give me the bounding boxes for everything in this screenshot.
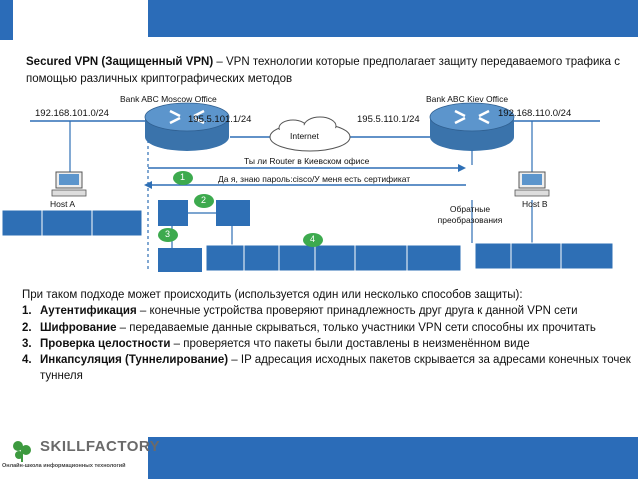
- net-left-label: 192.168.101.0/24: [35, 108, 109, 119]
- proc-box-2: [216, 200, 250, 226]
- bullet-section: При таком подходе может происходить (исп…: [22, 287, 632, 385]
- question-label: Ты ли Router в Киевском офисе: [244, 156, 370, 166]
- computer-host-a-icon: [51, 171, 87, 197]
- intro-title-rest: – VPN технологии которые предполагает за…: [26, 56, 621, 85]
- router-moscow: [144, 102, 230, 151]
- intro-title-bold: Secured VPN (Защищенный VPN): [26, 56, 214, 68]
- bullet-item-1: 1. Аутентификация – конечные устройства …: [22, 303, 632, 319]
- bullet-intro: При таком подходе может происходить (исп…: [22, 289, 523, 301]
- bullet-num: 1.: [22, 305, 32, 318]
- top-accent-bar: [148, 0, 638, 37]
- logo-subtitle: Онлайн-школа информационных технологий: [2, 463, 126, 469]
- bullet-bold: Инкапсуляция (Туннелирование): [40, 354, 229, 367]
- bullet-bold: Шифрование: [40, 321, 117, 334]
- proc-box-1: [158, 200, 188, 226]
- ip-left-router-label: 195.5.101.1/24: [188, 114, 252, 125]
- bullet-num: 3.: [22, 337, 32, 350]
- router-kiev: [429, 102, 515, 151]
- footer-accent-bar: [148, 437, 638, 479]
- ip-right-router-label: 195.5.110.1/24: [357, 114, 420, 125]
- step-2-number: 2: [201, 195, 207, 205]
- encapsulated-packet: [205, 244, 462, 272]
- internet-label: Internet: [290, 131, 319, 141]
- logo-name: SKILLFACTORY: [40, 438, 161, 455]
- vpn-diagram: [1, 102, 614, 272]
- step-4-number: 4: [310, 234, 316, 244]
- bullet-text: – IP адресация исходных пакетов скрывает…: [40, 354, 631, 383]
- moscow-office-label: Bank ABC Moscow Office: [120, 94, 217, 104]
- step-2-badge: [194, 194, 214, 208]
- host-b-label: Host B: [522, 199, 548, 209]
- computer-host-b-icon: [514, 171, 550, 197]
- step-3-badge: [158, 228, 178, 242]
- bullet-item-3: 3. Проверка целостности – проверяется чт…: [22, 336, 632, 352]
- bullet-num: 4.: [22, 354, 32, 367]
- bullet-text: – проверяется что пакеты были доставлены…: [170, 337, 530, 350]
- step-1-badge: [173, 171, 193, 185]
- packet-host-b: [474, 242, 614, 270]
- bullet-bold: Аутентификация: [40, 305, 137, 318]
- bullet-text: – конечные устройства проверяют принадле…: [136, 305, 578, 318]
- bullet-item-2: 2. Шифрование – передаваемые данные скры…: [22, 320, 632, 336]
- bullet-text: – передаваемые данные скрываться, только…: [116, 321, 596, 334]
- internet-cloud: [269, 116, 351, 152]
- footer-logo-area: [0, 437, 148, 479]
- answer-label: Да я, знаю пароль:cisco/У меня есть серт…: [218, 174, 411, 184]
- skillfactory-logo-icon: [13, 441, 31, 462]
- packet-host-a: [1, 209, 143, 237]
- reverse-transform-label: Обратные преобразования: [437, 204, 503, 225]
- kiev-office-label: Bank ABC Kiev Office: [426, 94, 509, 104]
- proc-box-3: [158, 248, 202, 272]
- bullet-bold: Проверка целостности: [40, 337, 171, 350]
- bullet-item-4: 4. Инкапсуляция (Туннелирование) – IP ад…: [22, 352, 632, 385]
- host-a-label: Host A: [50, 199, 76, 209]
- step-4-badge: [303, 233, 323, 247]
- bullet-num: 2.: [22, 321, 32, 334]
- intro-text: Secured VPN (Защищенный VPN) – VPN техно…: [26, 54, 626, 88]
- top-left-accent: [0, 0, 13, 40]
- step-3-number: 3: [165, 229, 171, 239]
- net-right-label: 192.168.110.0/24: [498, 108, 572, 119]
- step-1-number: 1: [180, 172, 186, 182]
